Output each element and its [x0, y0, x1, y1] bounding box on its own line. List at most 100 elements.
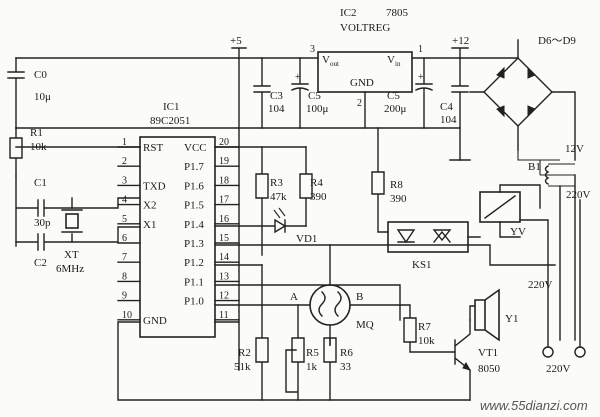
- c5-plus: +: [295, 72, 301, 83]
- ic2-vout-sub: out: [330, 60, 339, 68]
- c5-name: C5: [308, 90, 321, 102]
- mains-terminal-right: [574, 346, 586, 358]
- ic1-pin-num-12: 12: [219, 291, 229, 302]
- ic1-pin-label-14: P1.2: [184, 257, 204, 269]
- r8-name: R8: [390, 179, 403, 191]
- c3-value: 104: [268, 103, 285, 115]
- resistor-r4: [299, 146, 313, 227]
- crystal-value: 6MHz: [56, 263, 84, 275]
- wire-relay-valve: [467, 221, 521, 238]
- ic1-pin-num-5: 5: [122, 214, 127, 225]
- bridge-name: D6～D9: [538, 35, 576, 47]
- ic1-pin-num-2: 2: [122, 156, 127, 167]
- buzzer-name: Y1: [505, 313, 518, 325]
- rail-plus5-symbol: [231, 47, 247, 59]
- resistor-r3: [255, 146, 269, 256]
- c4-value: 104: [440, 114, 457, 126]
- wire-p13: [214, 244, 556, 266]
- ic1-pin-label-12: P1.0: [184, 296, 204, 308]
- ic1-pin-num-8: 8: [122, 271, 127, 282]
- ic1-pin-label-13: P1.1: [184, 276, 204, 288]
- mains-input-label: 220V: [546, 363, 571, 375]
- ic2-pin-gnd: 2: [357, 98, 362, 109]
- ic1-pin-num-16: 16: [219, 214, 229, 225]
- wire-p11: [214, 284, 401, 321]
- rail-plus12-symbol: [451, 47, 469, 59]
- ic1-pin-num-19: 19: [219, 156, 229, 167]
- sensor-mq-body: [309, 284, 351, 326]
- c2-name: C2: [34, 257, 47, 269]
- ic1-pin-label-1: RST: [143, 142, 163, 154]
- r7-value: 10k: [418, 335, 435, 347]
- ic1-pin-num-20: 20: [219, 137, 229, 148]
- ic2-name: IC2: [340, 7, 357, 19]
- sensor-mq-heater: [318, 291, 342, 317]
- r6-name: R6: [340, 347, 353, 359]
- ic2-vin-sub: in: [395, 60, 401, 68]
- led-name: VD1: [296, 233, 317, 245]
- ic2-pin-in: 1: [418, 44, 423, 55]
- c4-name: C4: [440, 101, 453, 113]
- c3-name: C3: [270, 90, 283, 102]
- wire-mains: [519, 199, 581, 348]
- ic1-pin-num-9: 9: [122, 291, 127, 302]
- ic2-part: 7805: [386, 7, 409, 19]
- crystal-name: XT: [64, 249, 79, 261]
- ic1-pin-label-16: P1.4: [184, 219, 204, 231]
- ic1-pin-label-10: GND: [143, 315, 167, 327]
- ic1-pin-label-3: TXD: [143, 180, 166, 192]
- led-vd1-rays: [273, 207, 286, 219]
- resistor-r8: [371, 127, 389, 233]
- buzzer-y1: [474, 288, 500, 342]
- mains-terminal-left: [542, 346, 554, 358]
- r3-value: 47k: [270, 191, 287, 203]
- ic1-pin-label-4: X2: [143, 200, 156, 212]
- transformer-b1: [517, 150, 576, 341]
- sensor-node-a: A: [290, 291, 298, 303]
- ic1-pin-label-19: P1.7: [184, 161, 204, 173]
- c6-plus: +: [418, 72, 424, 83]
- ic1-model: 89C2051: [150, 115, 190, 127]
- relay-ks1-symbol: [396, 229, 452, 244]
- transformer-primary: 220V: [566, 189, 591, 201]
- ic1-pin-num-3: 3: [122, 175, 127, 186]
- ic1-pin-num-14: 14: [219, 252, 229, 263]
- r2-value: 51k: [234, 361, 251, 373]
- ic1-pin-label-18: P1.6: [184, 180, 204, 192]
- sensor-name: MQ: [356, 319, 374, 331]
- ic1-pin-num-10: 10: [122, 310, 132, 321]
- ic1-pin-label-20: VCC: [184, 142, 207, 154]
- ic1-pin-num-6: 6: [122, 233, 127, 244]
- resistor-r5: [285, 304, 305, 401]
- resistor-r1: [9, 127, 141, 177]
- transformer-secondary: 12V: [565, 143, 584, 155]
- sensor-node-b: B: [356, 291, 363, 303]
- c1-name: C1: [34, 177, 47, 189]
- r5-value: 1k: [306, 361, 318, 373]
- transistor-model: 8050: [478, 363, 501, 375]
- resistor-r2: [255, 264, 269, 401]
- capacitor-c2: [15, 226, 141, 251]
- ic1-pin-num-7: 7: [122, 252, 127, 263]
- r1-name: R1: [30, 127, 43, 139]
- capacitor-c5: [291, 57, 309, 129]
- r6-value: 33: [340, 361, 352, 373]
- crystal-xt: [61, 197, 83, 243]
- relay-ks1-body: [387, 221, 469, 253]
- ic2-gnd: GND: [350, 77, 374, 89]
- ic1-body: [139, 136, 216, 338]
- ic2-vout: V: [322, 54, 330, 66]
- wire-buzzer: [469, 305, 476, 321]
- ic1-pin-label-15: P1.3: [184, 238, 204, 250]
- c0-value: 10μ: [34, 91, 51, 103]
- valve-supply-label: 220V: [528, 279, 553, 291]
- ic1-pin-num-15: 15: [219, 233, 229, 244]
- ic1-pin-label-17: P1.5: [184, 200, 204, 212]
- ic1-pin-num-18: 18: [219, 175, 229, 186]
- ic1-pin-num-4: 4: [122, 195, 127, 206]
- ic1-pin-num-13: 13: [219, 271, 229, 282]
- ic1-pin-num-1: 1: [122, 137, 127, 148]
- led-vd1: [214, 218, 307, 234]
- rail-plus12-label: +12: [452, 35, 469, 47]
- resistor-r7: [399, 304, 456, 353]
